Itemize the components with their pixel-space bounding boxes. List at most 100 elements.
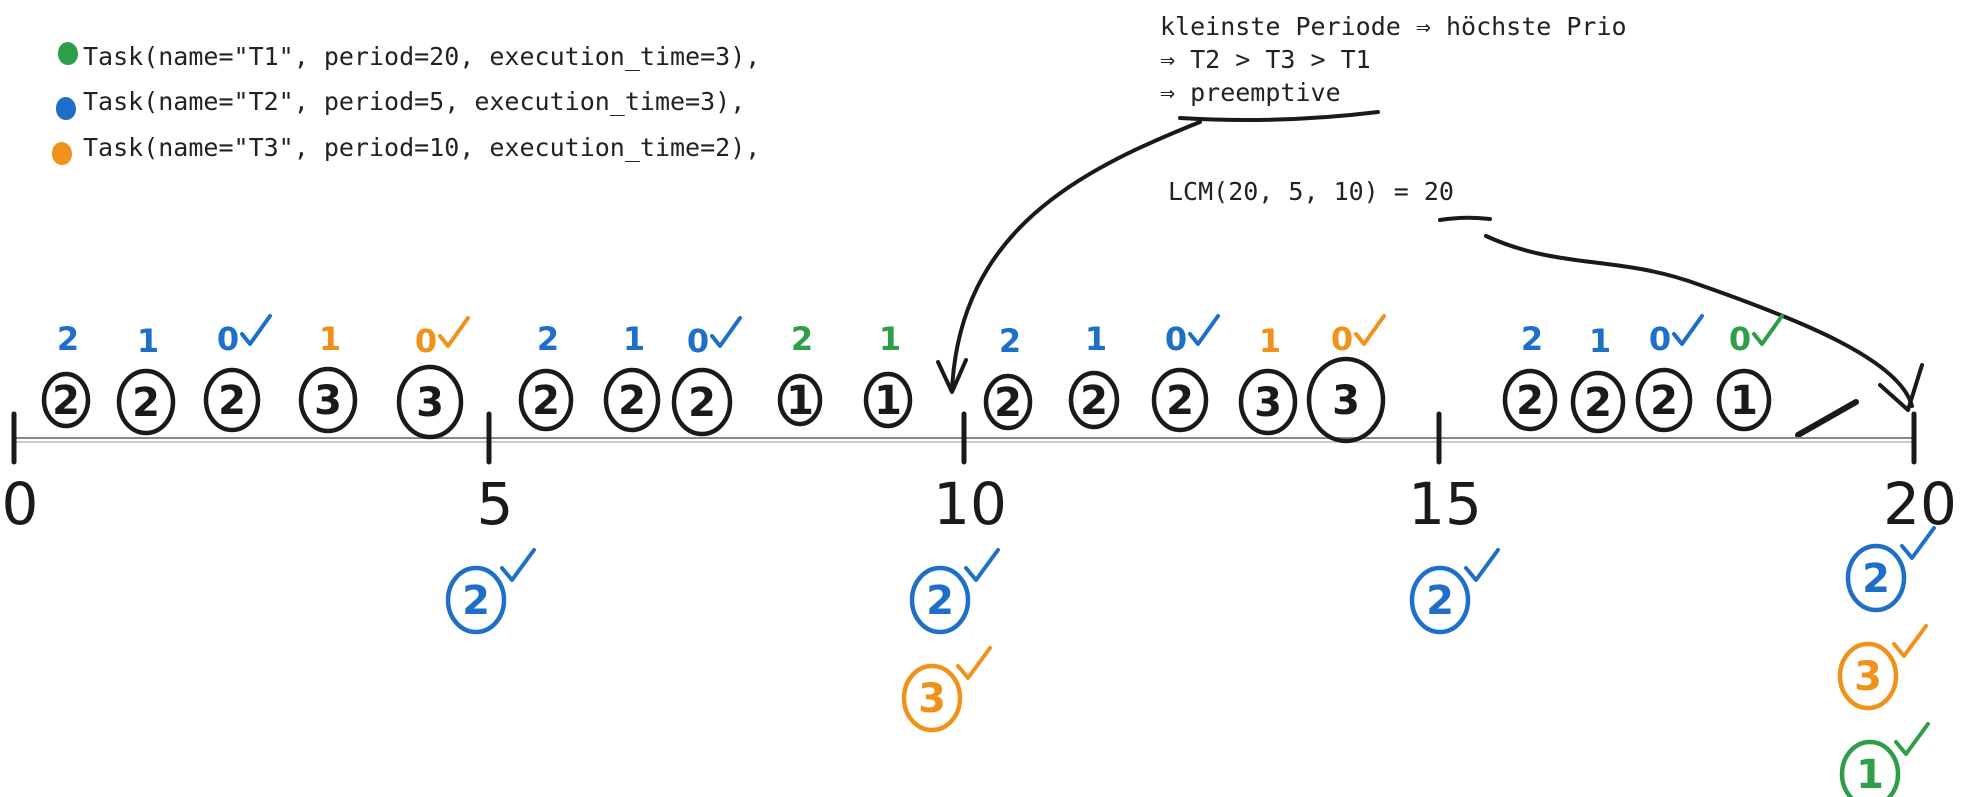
slot-circle <box>116 368 176 436</box>
slot-task-number: 3 <box>314 378 342 424</box>
released-task: 2 <box>445 548 536 635</box>
slot-task-number: 2 <box>132 380 160 426</box>
check-icon <box>1892 624 1928 658</box>
note-preemptive: ⇒ preemptive <box>1160 78 1341 107</box>
task-t3-definition: Task(name="T3", period=10, execution_tim… <box>83 133 761 162</box>
release-circle <box>1837 641 1899 711</box>
slot-task-number: 1 <box>874 378 902 424</box>
slot-circle <box>1151 367 1209 433</box>
slot-circle <box>1502 368 1558 432</box>
task-t2-color-dot <box>56 97 76 120</box>
slot-11: 21 <box>1068 320 1120 430</box>
axis-label-20: 20 <box>1883 470 1957 538</box>
slot-circle <box>298 366 358 434</box>
slot-task-number: 2 <box>618 378 646 424</box>
slot-14: 30 <box>1306 314 1386 444</box>
slot-15: 22 <box>1502 320 1558 432</box>
slot-circle <box>1306 356 1386 444</box>
remaining-count: 2 <box>57 320 79 358</box>
remaining-count: 0 <box>1649 320 1671 358</box>
remaining-count: 0 <box>217 320 239 358</box>
slot-5: 22 <box>518 320 574 432</box>
check-icon <box>1188 314 1220 346</box>
slot-8: 12 <box>777 320 823 427</box>
slot-13: 31 <box>1238 322 1298 436</box>
check-icon <box>500 548 536 582</box>
slot-circle <box>41 371 91 429</box>
lcm-underline <box>1438 215 1492 222</box>
slot-circle <box>518 368 574 432</box>
slot-17: 20 <box>1635 314 1704 433</box>
slot-task-number: 2 <box>688 380 716 426</box>
check-icon <box>438 316 470 348</box>
slot-task-number: 2 <box>994 380 1022 426</box>
arrow-to-twenty <box>1484 234 1914 408</box>
release-task-number: 3 <box>1854 654 1882 700</box>
check-icon <box>1354 314 1386 346</box>
remaining-count: 1 <box>1259 322 1281 360</box>
check-icon <box>1894 722 1930 756</box>
check-icon <box>1900 526 1936 560</box>
slot-task-number: 2 <box>218 378 246 424</box>
arrow-to-twenty-head <box>1878 363 1924 412</box>
slot-circle <box>203 367 261 433</box>
slot-task-number: 2 <box>1584 380 1612 426</box>
slot-circle <box>603 367 661 433</box>
remaining-count: 0 <box>1729 320 1751 358</box>
slot-circle <box>1068 370 1120 430</box>
check-icon <box>1672 314 1704 346</box>
check-icon <box>710 316 742 348</box>
remaining-count: 1 <box>879 320 901 358</box>
remaining-count: 1 <box>1589 322 1611 360</box>
slot-3: 31 <box>298 320 358 434</box>
release-circle <box>1409 565 1471 635</box>
released-task: 3 <box>901 646 992 733</box>
arrow-to-ten <box>950 120 1202 392</box>
slot-task-number: 2 <box>1080 378 1108 424</box>
slot-circle <box>983 373 1033 431</box>
slot-6: 21 <box>603 320 661 433</box>
remaining-count: 0 <box>1165 320 1187 358</box>
task-t2-definition: Task(name="T2", period=5, execution_time… <box>83 87 746 116</box>
remaining-count: 1 <box>623 320 645 358</box>
slot-circle <box>671 367 733 437</box>
slot-4: 30 <box>396 316 470 440</box>
slot-circle <box>1238 368 1298 436</box>
slot-task-number: 2 <box>52 378 80 424</box>
note-priority-order: ⇒ T2 > T3 > T1 <box>1160 45 1371 74</box>
task-t3-color-dot <box>52 142 72 165</box>
slot-circle <box>1570 370 1626 434</box>
released-task: 2 <box>909 548 1000 635</box>
slot-task-number: 2 <box>1650 378 1678 424</box>
release-task-number: 2 <box>1426 578 1454 624</box>
slot-12: 20 <box>1151 314 1220 433</box>
release-circle <box>1845 543 1907 613</box>
slot-task-number: 3 <box>1332 378 1360 424</box>
slot-circle <box>396 364 464 440</box>
release-circle <box>1839 739 1901 797</box>
arrow-to-ten-head <box>936 358 968 394</box>
axis-label-15: 15 <box>1408 470 1482 538</box>
remaining-count: 0 <box>687 322 709 360</box>
slot-circle <box>863 371 913 429</box>
slot-0: 22 <box>41 320 91 429</box>
release-task-number: 2 <box>926 578 954 624</box>
release-circle <box>909 565 971 635</box>
task-t1-color-dot <box>58 42 78 65</box>
release-at-10: 23 <box>901 548 1000 733</box>
remaining-count: 2 <box>999 322 1021 360</box>
remaining-count: 1 <box>1085 320 1107 358</box>
slot-task-number: 3 <box>416 380 444 426</box>
remaining-count: 1 <box>319 320 341 358</box>
released-task: 2 <box>1409 548 1500 635</box>
slot-7: 20 <box>671 316 742 437</box>
remaining-count: 0 <box>1331 320 1353 358</box>
slot-9: 11 <box>863 320 913 429</box>
release-task-number: 2 <box>462 578 490 624</box>
remaining-count: 0 <box>415 322 437 360</box>
axis-label-0: 0 <box>2 470 39 538</box>
slot-2: 20 <box>203 314 272 433</box>
remaining-count: 2 <box>1521 320 1543 358</box>
